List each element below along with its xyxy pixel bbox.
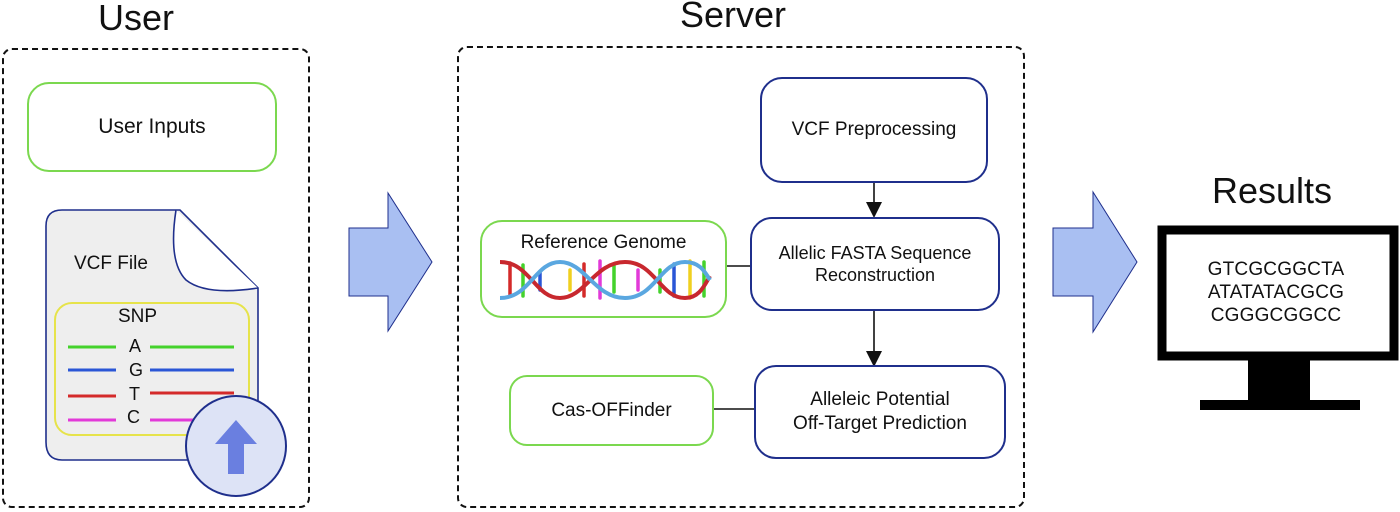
off-target-prediction-box: Alleleic Potential Off-Target Prediction <box>754 365 1006 459</box>
snp-letter-c: C <box>127 407 140 427</box>
server-panel <box>457 46 1025 508</box>
user-inputs-label: User Inputs <box>98 115 206 138</box>
result-sequence-2: ATATATACGCG <box>1207 282 1345 303</box>
vcf-preprocessing-label: VCF Preprocessing <box>791 119 957 140</box>
snp-letter-a: A <box>129 336 142 356</box>
reference-genome-label: Reference Genome <box>520 232 687 253</box>
monitor-base <box>1200 400 1360 410</box>
off-target-line1: Alleleic Potential <box>810 389 950 410</box>
allelic-fasta-box: Allelic FASTA Sequence Reconstruction <box>750 217 1000 311</box>
off-target-line2: Off-Target Prediction <box>793 413 967 434</box>
snp-letter-g: G <box>129 360 144 380</box>
result-sequence-3: CGGGCGGCC <box>1210 305 1342 326</box>
snp-box <box>54 302 250 436</box>
cas-offinder-label: Cas-OFFinder <box>551 399 672 421</box>
server-heading: Server <box>680 0 787 35</box>
monitor-screen <box>1157 225 1399 361</box>
user-inputs-box: User Inputs <box>27 82 277 172</box>
snp-letter-t: T <box>129 384 140 404</box>
user-heading: User <box>98 0 175 38</box>
allelic-fasta-label: Allelic FASTA Sequence Reconstruction <box>778 243 972 285</box>
snp-title: SNP <box>118 306 158 327</box>
vcf-preprocessing-box: VCF Preprocessing <box>760 77 988 183</box>
user-panel <box>2 48 310 508</box>
vcf-file-label: VCF File <box>74 253 148 274</box>
cas-offinder-box: Cas-OFFinder <box>509 375 714 446</box>
monitor-neck <box>1248 358 1310 402</box>
result-sequence-1: GTCGCGGCTA <box>1207 259 1345 280</box>
results-heading: Results <box>1212 170 1333 211</box>
